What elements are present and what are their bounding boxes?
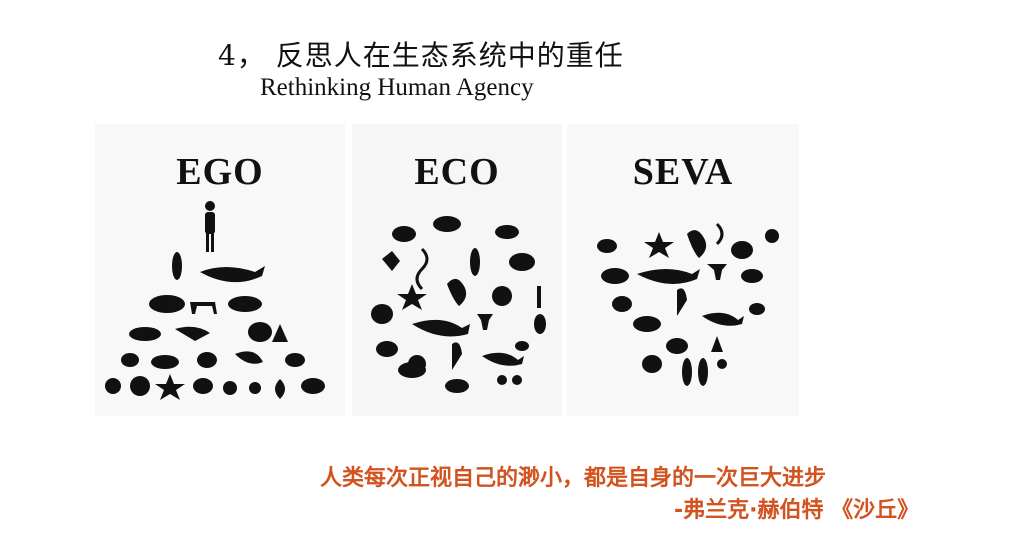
slide-title-english: Rethinking Human Agency xyxy=(260,74,534,101)
eco-label: ECO xyxy=(414,151,500,193)
eco-diagram: ECO xyxy=(352,124,562,416)
ego-pyramid-graphic xyxy=(105,201,325,400)
seva-diagram: SEVA xyxy=(567,124,799,416)
quote-text: 人类每次正视自己的渺小，都是自身的一次巨大进步 xyxy=(320,466,827,491)
quote-attribution: -弗兰克·赫伯特 《沙丘》 xyxy=(674,498,920,523)
ego-diagram: EGO xyxy=(95,124,345,416)
seva-heart-graphic xyxy=(597,222,779,386)
slide-title-chinese: 4， 反思人在生态系统中的重任 xyxy=(218,39,624,72)
eco-circle-graphic xyxy=(371,216,546,393)
ego-label: EGO xyxy=(176,151,264,193)
seva-label: SEVA xyxy=(632,151,734,193)
